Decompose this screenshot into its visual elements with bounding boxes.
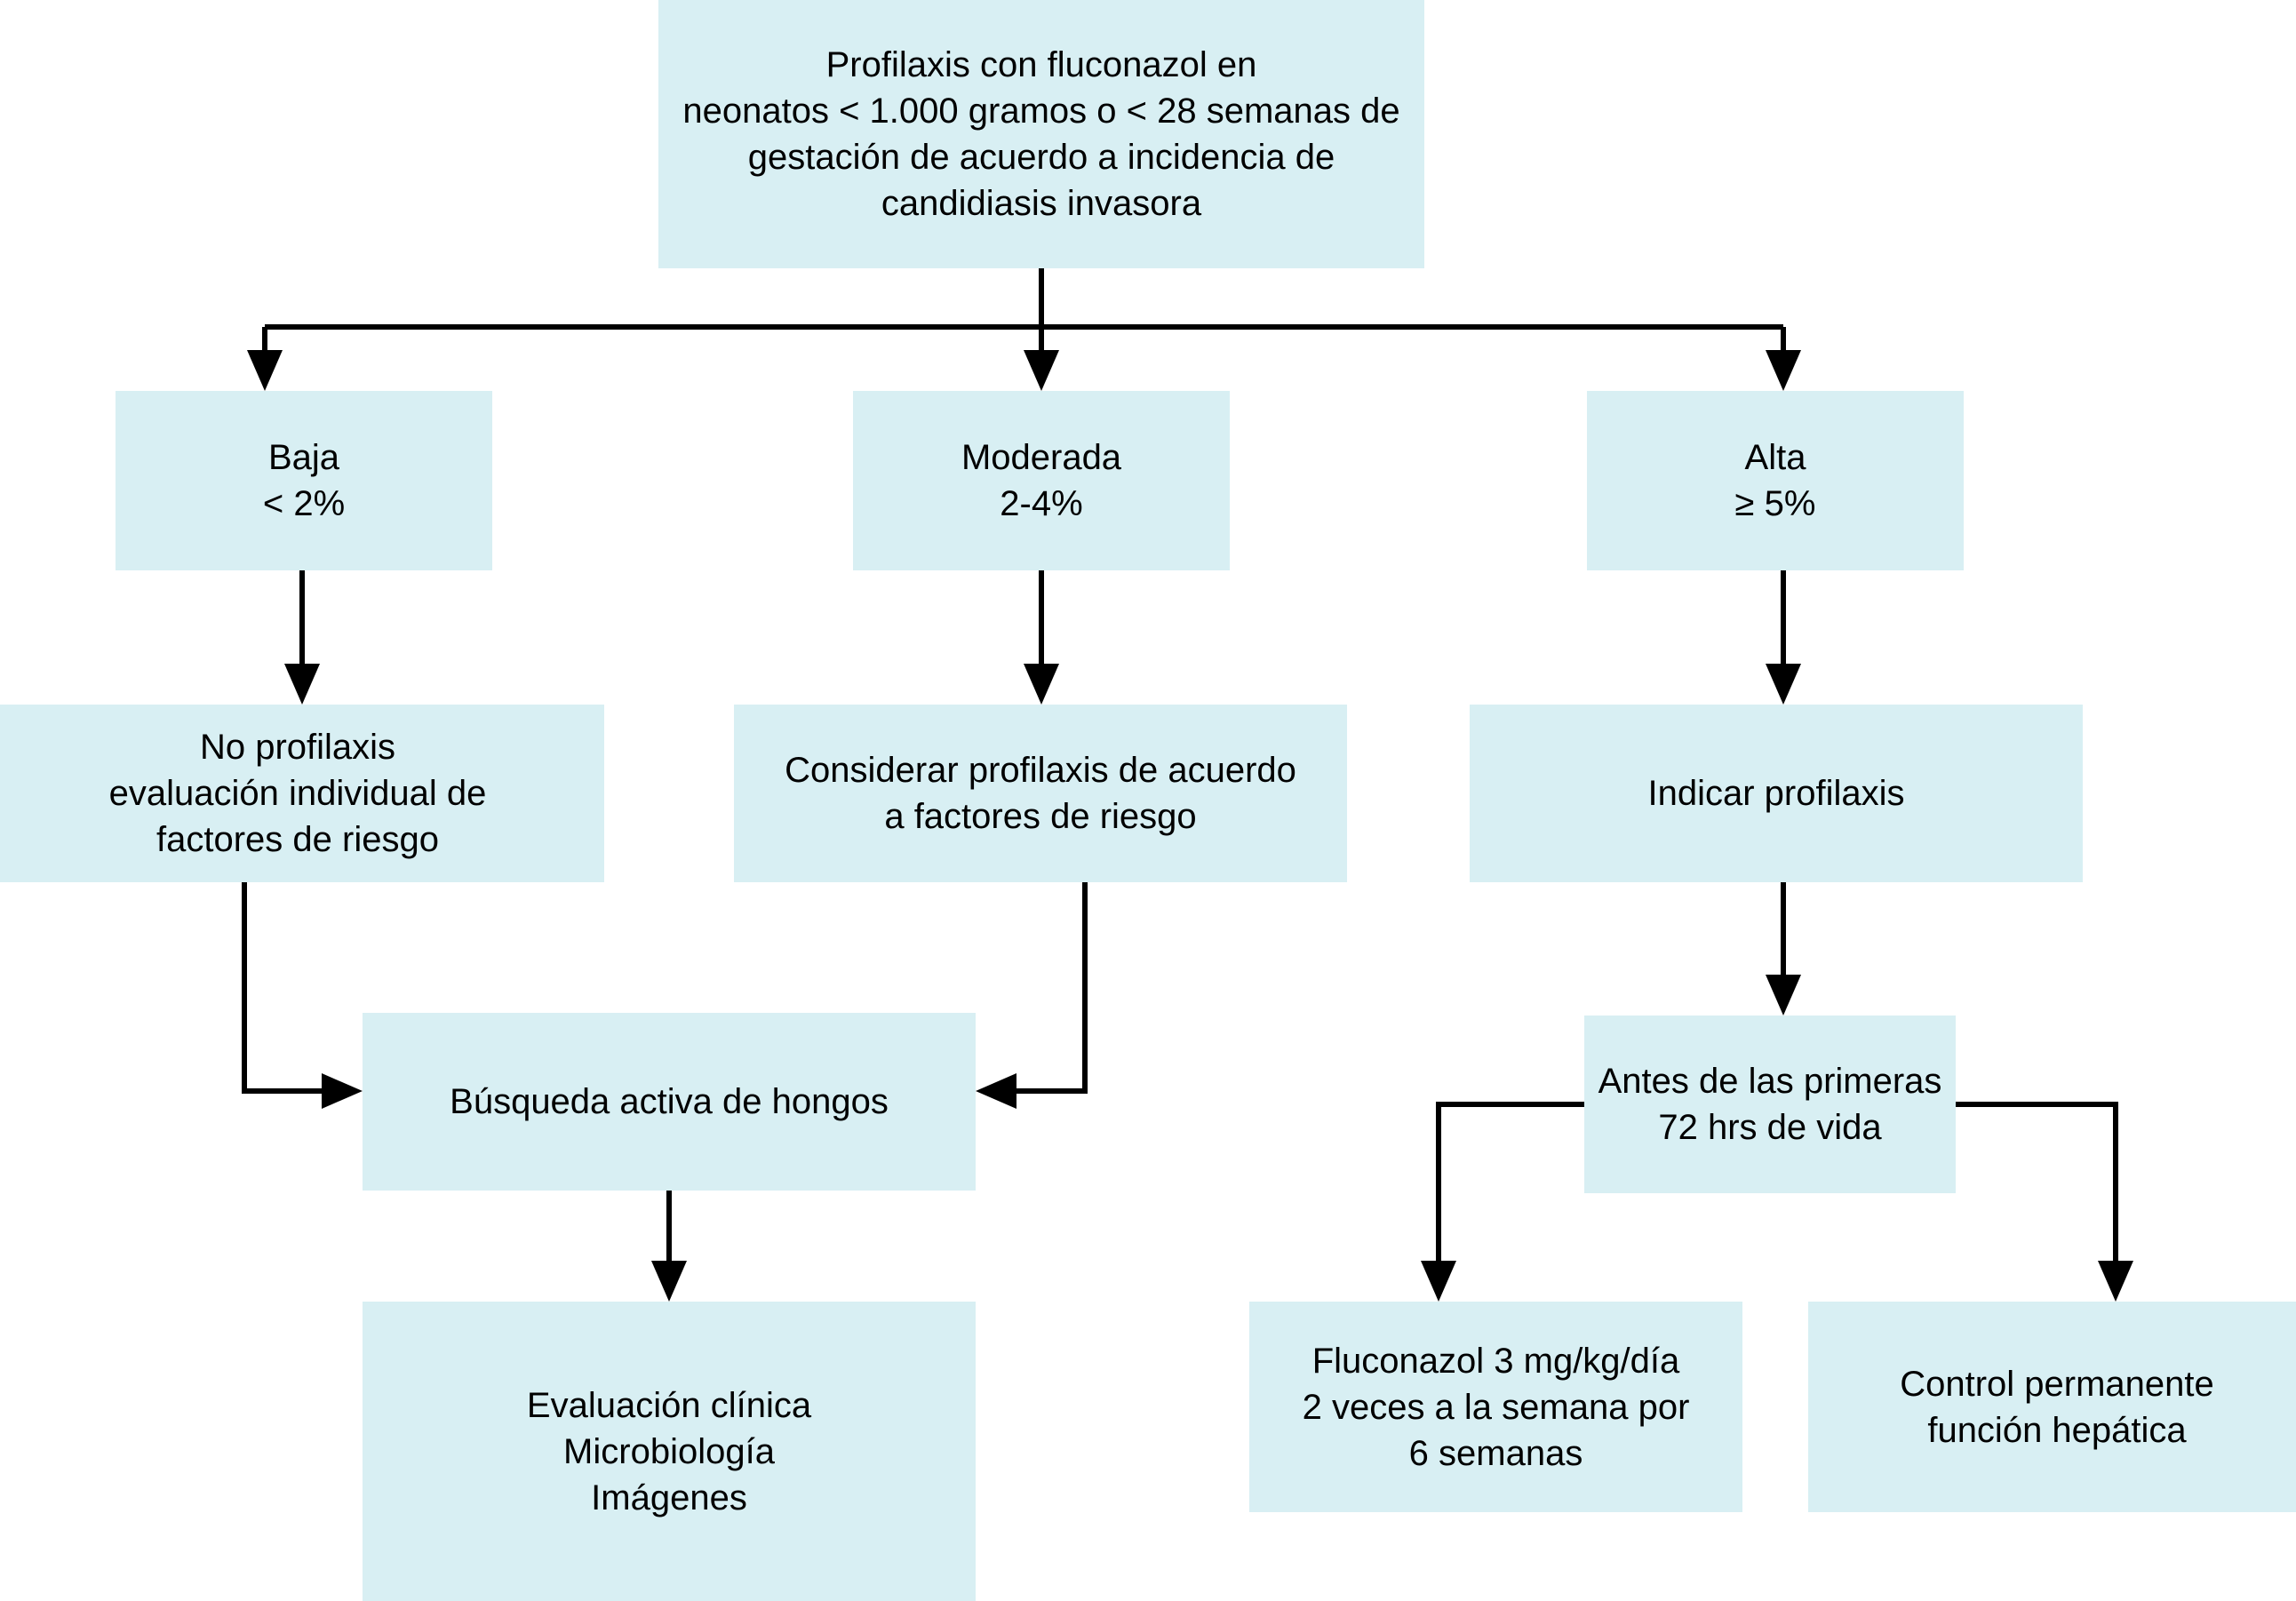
arrowhead-control	[2098, 1261, 2133, 1302]
arrowhead-noprofilaxis	[284, 664, 320, 705]
edge-antes72-to-fluconazol	[1436, 1102, 1584, 1269]
arrowhead-antes72	[1766, 975, 1801, 1016]
node-risk-alta[interactable]: Alta ≥ 5%	[1587, 391, 1964, 570]
arrowhead-moderada	[1024, 350, 1059, 391]
node-root[interactable]: Profilaxis con fluconazol en neonatos < …	[658, 0, 1424, 268]
node-risk-moderada[interactable]: Moderada 2-4%	[853, 391, 1230, 570]
node-risk-baja[interactable]: Baja < 2%	[116, 391, 492, 570]
node-evaluacion-clinica[interactable]: Evaluación clínica Microbiología Imágene…	[363, 1302, 976, 1601]
arrowhead-busqueda-left	[322, 1073, 363, 1109]
arrowhead-busqueda-right	[976, 1073, 1016, 1109]
arrowhead-alta	[1766, 350, 1801, 391]
arrowhead-indicar	[1766, 664, 1801, 705]
node-action-indicar-profilaxis[interactable]: Indicar profilaxis	[1470, 705, 2083, 882]
arrowhead-evaluacion	[651, 1261, 687, 1302]
node-control-hepatico[interactable]: Control permanente función hepática	[1808, 1302, 2296, 1512]
arrowhead-fluconazol	[1421, 1261, 1456, 1302]
arrowhead-baja	[247, 350, 283, 391]
edge-noprofilaxis-to-busqueda	[242, 882, 331, 1094]
node-antes-72-hrs[interactable]: Antes de las primeras 72 hrs de vida	[1584, 1016, 1956, 1193]
node-action-no-profilaxis[interactable]: No profilaxis evaluación individual de f…	[0, 705, 604, 882]
node-fluconazol-dosis[interactable]: Fluconazol 3 mg/kg/día 2 veces a la sema…	[1249, 1302, 1742, 1512]
node-busqueda-activa-hongos[interactable]: Búsqueda activa de hongos	[363, 1013, 976, 1191]
node-action-considerar-profilaxis[interactable]: Considerar profilaxis de acuerdo a facto…	[734, 705, 1347, 882]
edge-considerar-to-busqueda	[1006, 882, 1088, 1094]
arrowhead-considerar	[1024, 664, 1059, 705]
edge-antes72-to-control	[1955, 1102, 2118, 1269]
